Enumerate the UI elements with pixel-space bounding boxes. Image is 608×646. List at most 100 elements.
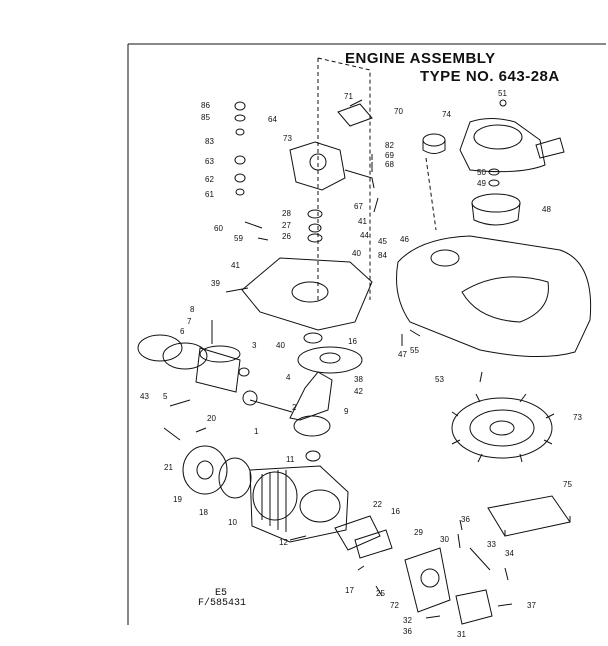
part-label-p26: 26: [282, 232, 291, 241]
coil-bracket: [455, 589, 493, 625]
part-label-p11: 11: [286, 455, 295, 464]
part-label-p46: 46: [400, 235, 409, 244]
part-label-p48: 48: [542, 205, 551, 214]
part-label-p36a: 36: [461, 515, 470, 524]
starter-pulley: [422, 133, 446, 154]
crankshaft: [289, 371, 333, 437]
part-label-p32: 32: [403, 616, 412, 625]
part-label-p73b: 73: [573, 413, 582, 422]
part-label-p30: 30: [440, 535, 449, 544]
part-label-p16b: 16: [391, 507, 400, 516]
part-label-p38: 38: [354, 375, 363, 384]
ignition-module: [404, 547, 451, 613]
part-label-p61: 61: [205, 190, 214, 199]
part-label-p5: 5: [163, 392, 168, 401]
part-label-p41b: 41: [231, 261, 240, 270]
connecting-rod: [242, 390, 293, 413]
starter-cup: [471, 193, 521, 226]
part-label-p3: 3: [252, 341, 257, 350]
part-label-p40b: 40: [276, 341, 285, 350]
part-label-p21: 21: [164, 463, 173, 472]
part-label-p22: 22: [373, 500, 382, 509]
part-label-p64: 64: [268, 115, 277, 124]
part-label-p63: 63: [205, 157, 214, 166]
reed-plate: [334, 515, 393, 559]
parts-box: [487, 495, 571, 537]
part-label-p71: 71: [344, 92, 353, 101]
part-label-p4: 4: [286, 373, 291, 382]
part-label-p68: 68: [385, 160, 394, 169]
part-label-p1: 1: [254, 427, 259, 436]
hardware-fasteners: [163, 99, 513, 619]
part-label-p33: 33: [487, 540, 496, 549]
part-label-p19: 19: [173, 495, 182, 504]
part-label-p25: 25: [376, 589, 385, 598]
part-label-p44: 44: [360, 231, 369, 240]
part-label-p55: 55: [410, 346, 419, 355]
part-label-p50: 50: [477, 168, 486, 177]
part-label-p73a: 73: [283, 134, 292, 143]
engine-shroud: [396, 235, 592, 357]
flywheel: [451, 393, 555, 463]
part-label-p84: 84: [378, 251, 387, 260]
part-label-p29: 29: [414, 528, 423, 537]
part-label-p47: 47: [398, 350, 407, 359]
part-label-p43: 43: [140, 392, 149, 401]
part-label-p70: 70: [394, 107, 403, 116]
crankcase-gasket: [297, 346, 363, 374]
part-label-p83: 83: [205, 137, 214, 146]
part-label-p82: 82: [385, 141, 394, 150]
throttle-bracket: [337, 103, 373, 127]
piston: [195, 345, 241, 393]
diagram-type-number: TYPE NO. 643-28A: [420, 68, 560, 85]
part-label-p8: 8: [190, 305, 195, 314]
gasket: [218, 457, 252, 499]
part-label-p7: 7: [187, 317, 192, 326]
part-label-p9: 9: [344, 407, 349, 416]
part-labels: 86 85 64 83 63 62 61 71 70 73 82 69 68 6…: [140, 89, 582, 639]
part-label-p49: 49: [477, 179, 486, 188]
part-label-p45: 45: [378, 237, 387, 246]
part-label-p31: 31: [457, 630, 466, 639]
part-label-p41a: 41: [358, 217, 367, 226]
part-label-p27: 27: [282, 221, 291, 230]
part-label-p2: 2: [292, 403, 297, 412]
assembly-axis: [317, 57, 371, 300]
part-label-p34: 34: [505, 549, 514, 558]
part-label-p39: 39: [211, 279, 220, 288]
piston-rings: [137, 334, 208, 370]
part-label-p86: 86: [201, 101, 210, 110]
cylinder-block: [249, 465, 349, 543]
page-border: [127, 43, 606, 625]
part-label-p67: 67: [354, 202, 363, 211]
part-label-p72: 72: [390, 601, 399, 610]
part-label-p74: 74: [442, 110, 451, 119]
part-label-p53: 53: [435, 375, 444, 384]
part-label-p85: 85: [201, 113, 210, 122]
part-label-p36b: 36: [403, 627, 412, 636]
part-label-p28: 28: [282, 209, 291, 218]
carburetor: [289, 141, 375, 191]
part-label-p59: 59: [234, 234, 243, 243]
part-label-p6: 6: [180, 327, 185, 336]
part-label-p62: 62: [205, 175, 214, 184]
part-label-p60: 60: [214, 224, 223, 233]
part-label-p75: 75: [563, 480, 572, 489]
part-label-p20: 20: [207, 414, 216, 423]
figure-reference-number: F/585431: [198, 598, 247, 609]
part-label-p37: 37: [527, 601, 536, 610]
part-label-p10: 10: [228, 518, 237, 527]
part-label-p42: 42: [354, 387, 363, 396]
mounting-plate: [225, 257, 373, 331]
part-label-p18: 18: [199, 508, 208, 517]
diagram-title: ENGINE ASSEMBLY: [345, 50, 496, 67]
part-label-p12: 12: [279, 538, 288, 547]
part-label-p51: 51: [498, 89, 507, 98]
part-label-p40a: 40: [352, 249, 361, 258]
figure-code: E5: [215, 588, 228, 599]
part-label-p69: 69: [385, 151, 394, 160]
recoil-drive: [182, 445, 228, 495]
part-label-p17: 17: [345, 586, 354, 595]
part-label-p16a: 16: [348, 337, 357, 346]
